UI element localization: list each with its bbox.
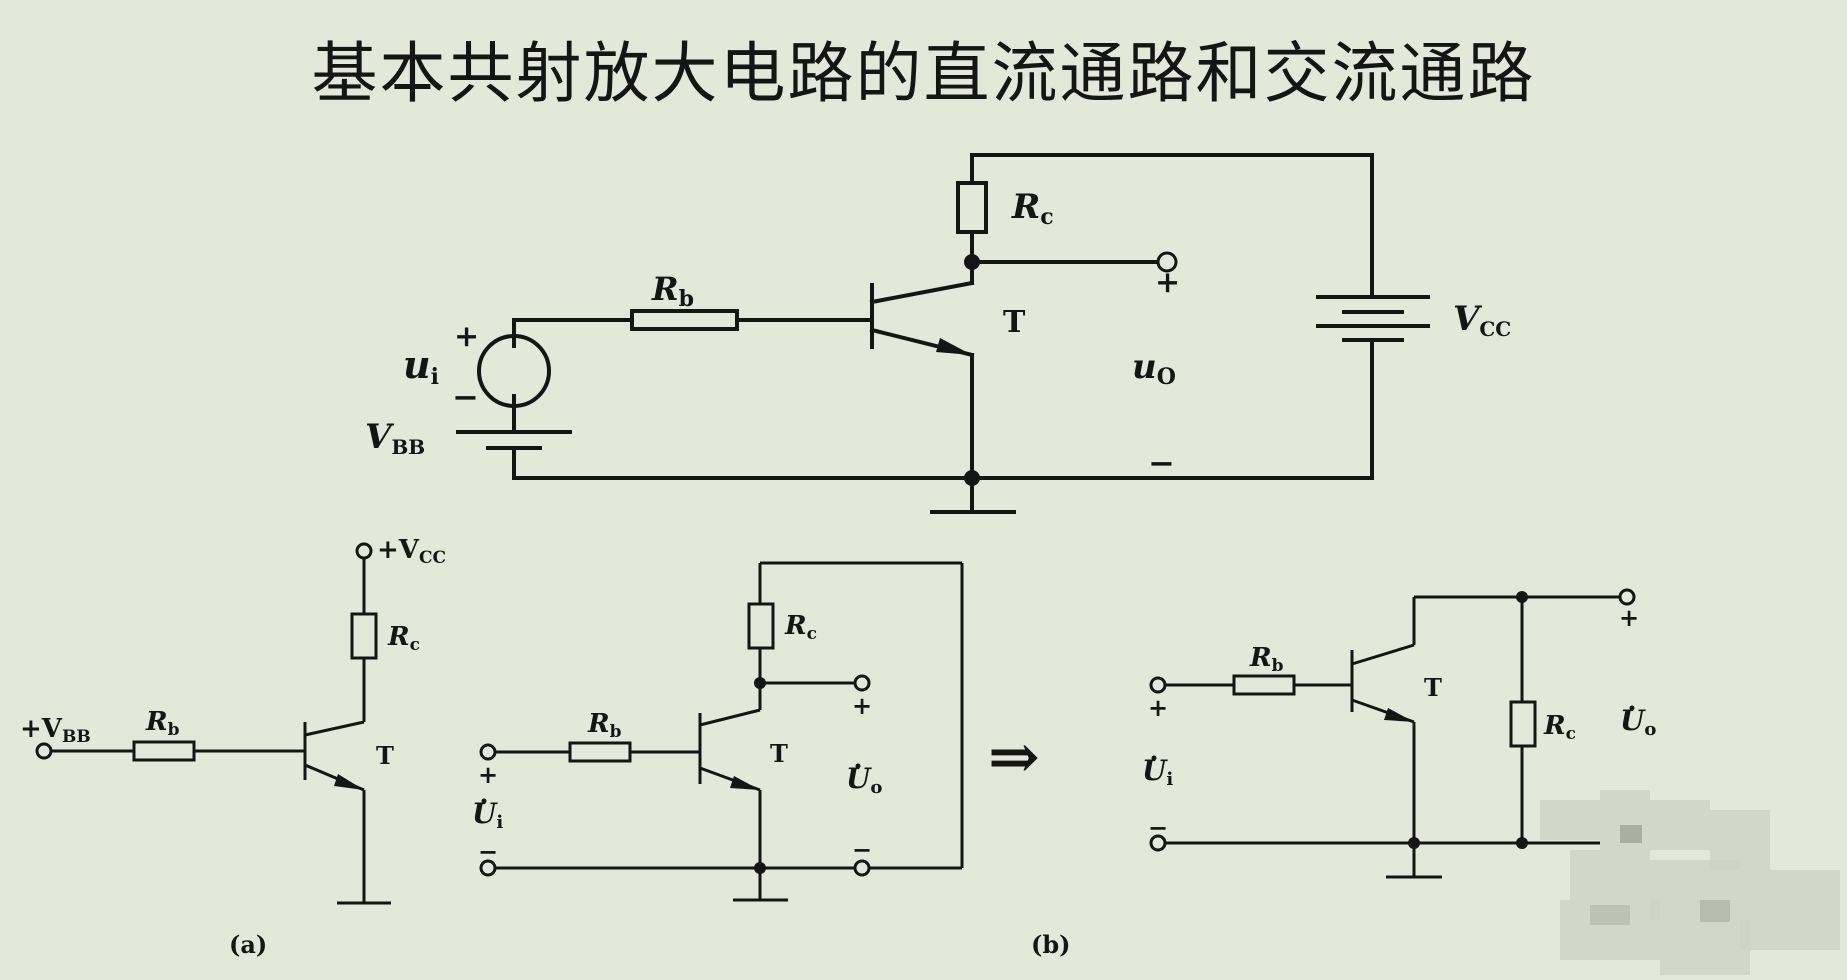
- label-rc: Rc: [1011, 187, 1054, 230]
- input-terminal: [479, 743, 497, 761]
- resistor-rb: [1232, 674, 1296, 696]
- dc-path-figure: +VCC Rc +VBB Rb T (a): [20, 535, 446, 959]
- transistor-collector: [699, 708, 761, 727]
- label-vbb: +VBB: [20, 714, 91, 747]
- label-t: T: [376, 741, 394, 770]
- emitter-arrow: [1384, 708, 1414, 722]
- input-minus: −: [478, 837, 498, 866]
- resistor-rc: [350, 612, 378, 660]
- output-terminal: [1618, 588, 1636, 606]
- phasor-dot: [481, 798, 487, 804]
- label-rc: Rc: [1543, 711, 1576, 744]
- transistor-collector: [869, 280, 975, 305]
- input-minus: −: [1148, 813, 1168, 842]
- junction-dot: [754, 677, 766, 689]
- label-rb: Rb: [145, 707, 180, 740]
- phasor-dot: [1151, 755, 1157, 761]
- label-uo: Uo: [846, 762, 882, 798]
- transistor-collector: [304, 720, 365, 737]
- input-terminal: [1149, 676, 1167, 694]
- output-plus: +: [1619, 603, 1639, 632]
- caption-a: (a): [229, 930, 267, 959]
- label-ui: Ui: [1142, 754, 1173, 790]
- label-t: T: [1003, 305, 1026, 340]
- output-minus: −: [852, 835, 872, 864]
- label-ui: Ui: [472, 797, 503, 833]
- signal-source: [477, 334, 551, 408]
- emitter-arrow: [730, 776, 760, 790]
- label-rb: Rb: [1249, 643, 1284, 676]
- resistor-rc: [956, 181, 988, 234]
- label-t: T: [1424, 673, 1442, 702]
- junction-dot: [1516, 591, 1528, 603]
- junction-dot: [964, 470, 980, 486]
- label-rc: Rc: [387, 622, 420, 655]
- label-t: T: [770, 739, 788, 768]
- output-terminal: [853, 674, 871, 692]
- junction-dot: [754, 862, 766, 874]
- output-minus: −: [1148, 444, 1175, 482]
- junction-dot: [1408, 837, 1420, 849]
- label-ui: ui: [403, 342, 439, 390]
- label-vcc: VCC: [1453, 299, 1511, 341]
- resistor-rb: [568, 741, 632, 763]
- caption-b: (b): [1031, 930, 1071, 959]
- resistor-rb: [630, 309, 739, 331]
- output-plus: +: [1155, 265, 1180, 300]
- vbb-terminal: [35, 742, 53, 760]
- top-circuit: Rb Rc T uO + − + − ui VBB VCC: [365, 153, 1511, 514]
- phasor-dot: [1629, 705, 1635, 711]
- output-terminal: [1156, 251, 1178, 273]
- label-rc: Rc: [784, 611, 817, 644]
- blurred-watermark: [1540, 790, 1840, 975]
- emitter-arrow: [334, 774, 364, 790]
- source-minus: −: [452, 378, 479, 416]
- resistor-rb: [132, 740, 196, 762]
- label-uo: uO: [1132, 347, 1176, 390]
- label-rb: Rb: [587, 709, 622, 742]
- junction-dot: [1516, 837, 1528, 849]
- junction-dot: [964, 254, 980, 270]
- output-plus: +: [852, 691, 872, 720]
- label-uo: Uo: [1620, 704, 1656, 740]
- label-vcc: +VCC: [377, 535, 446, 568]
- input-plus: +: [1148, 693, 1168, 722]
- slide-title: 基本共射放大电路的直流通路和交流通路: [311, 35, 1536, 112]
- ac-path-figure: Rc Rb T + − + − Ui Uo (b): [472, 561, 1071, 959]
- vcc-terminal: [355, 542, 373, 560]
- resistor-rc: [747, 602, 775, 650]
- transform-arrow: ⇒: [988, 720, 1040, 793]
- input-plus: +: [478, 760, 498, 789]
- source-plus: +: [454, 319, 479, 354]
- label-vbb: VBB: [365, 417, 425, 459]
- ac-simplified-figure: Rb T Rc + − + Ui Uo: [1142, 588, 1656, 879]
- transistor-collector: [1351, 643, 1415, 666]
- emitter-arrow: [936, 338, 972, 355]
- phasor-dot: [855, 763, 861, 769]
- resistor-rc: [1509, 700, 1537, 748]
- label-rb: Rb: [651, 270, 694, 312]
